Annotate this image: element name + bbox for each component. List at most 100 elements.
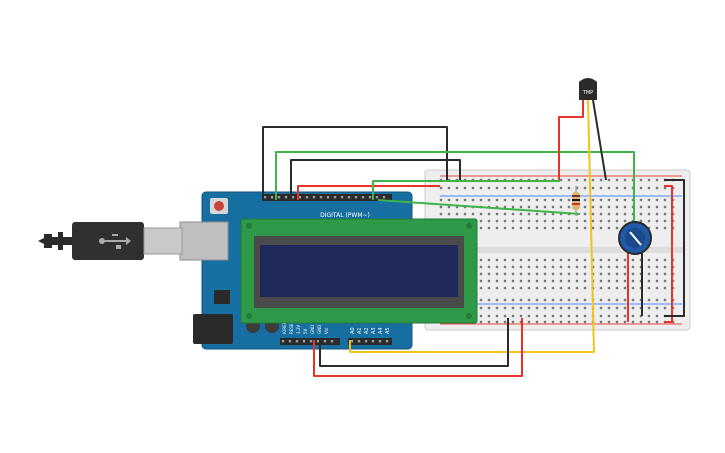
header-pin[interactable]	[375, 196, 379, 199]
breadboard-hole[interactable]	[639, 186, 643, 190]
breadboard-hole[interactable]	[639, 198, 643, 202]
header-pin[interactable]	[312, 196, 316, 199]
breadboard-hole[interactable]	[551, 226, 555, 230]
breadboard-hole[interactable]	[639, 219, 643, 223]
breadboard-hole[interactable]	[591, 186, 595, 190]
breadboard-hole[interactable]	[647, 265, 651, 269]
breadboard-hole[interactable]	[591, 198, 595, 202]
breadboard-hole[interactable]	[511, 320, 515, 324]
breadboard-hole[interactable]	[495, 258, 499, 262]
breadboard-hole[interactable]	[567, 205, 571, 209]
breadboard-hole[interactable]	[615, 198, 619, 202]
breadboard-hole[interactable]	[519, 198, 523, 202]
breadboard-hole[interactable]	[527, 265, 531, 269]
breadboard-hole[interactable]	[479, 314, 483, 318]
breadboard-hole[interactable]	[543, 272, 547, 276]
breadboard-hole[interactable]	[583, 226, 587, 230]
breadboard-hole[interactable]	[503, 212, 507, 216]
breadboard-hole[interactable]	[663, 286, 667, 290]
breadboard-hole[interactable]	[519, 286, 523, 290]
breadboard-hole[interactable]	[631, 320, 635, 324]
breadboard-hole[interactable]	[519, 258, 523, 262]
breadboard-hole[interactable]	[535, 186, 539, 190]
breadboard-hole[interactable]	[487, 306, 491, 310]
breadboard-hole[interactable]	[639, 320, 643, 324]
wire-red[interactable]	[297, 185, 440, 200]
breadboard-hole[interactable]	[511, 286, 515, 290]
breadboard-hole[interactable]	[503, 186, 507, 190]
breadboard-hole[interactable]	[439, 186, 443, 190]
breadboard-hole[interactable]	[631, 286, 635, 290]
breadboard-hole[interactable]	[623, 265, 627, 269]
breadboard-hole[interactable]	[487, 279, 491, 283]
breadboard-hole[interactable]	[527, 272, 531, 276]
breadboard-hole[interactable]	[567, 226, 571, 230]
breadboard-hole[interactable]	[607, 272, 611, 276]
breadboard-hole[interactable]	[455, 198, 459, 202]
breadboard-hole[interactable]	[647, 198, 651, 202]
breadboard-hole[interactable]	[615, 306, 619, 310]
breadboard-hole[interactable]	[591, 219, 595, 223]
breadboard-hole[interactable]	[543, 320, 547, 324]
breadboard-hole[interactable]	[663, 186, 667, 190]
breadboard-hole[interactable]	[567, 186, 571, 190]
breadboard-hole[interactable]	[575, 314, 579, 318]
breadboard-hole[interactable]	[479, 265, 483, 269]
breadboard-hole[interactable]	[559, 272, 563, 276]
breadboard-hole[interactable]	[567, 178, 571, 182]
breadboard-hole[interactable]	[623, 314, 627, 318]
breadboard-hole[interactable]	[503, 320, 507, 324]
breadboard-hole[interactable]	[575, 186, 579, 190]
breadboard-hole[interactable]	[487, 320, 491, 324]
breadboard-hole[interactable]	[599, 279, 603, 283]
breadboard-hole[interactable]	[575, 226, 579, 230]
breadboard-hole[interactable]	[543, 219, 547, 223]
breadboard-hole[interactable]	[535, 198, 539, 202]
breadboard-hole[interactable]	[647, 272, 651, 276]
breadboard-hole[interactable]	[495, 286, 499, 290]
breadboard-hole[interactable]	[615, 178, 619, 182]
breadboard-hole[interactable]	[623, 306, 627, 310]
breadboard-hole[interactable]	[583, 258, 587, 262]
breadboard-hole[interactable]	[655, 226, 659, 230]
breadboard-hole[interactable]	[559, 286, 563, 290]
breadboard-hole[interactable]	[511, 212, 515, 216]
breadboard-hole[interactable]	[511, 219, 515, 223]
breadboard-hole[interactable]	[615, 258, 619, 262]
breadboard-hole[interactable]	[655, 212, 659, 216]
breadboard-hole[interactable]	[551, 314, 555, 318]
breadboard-hole[interactable]	[463, 186, 467, 190]
breadboard-hole[interactable]	[615, 226, 619, 230]
breadboard-hole[interactable]	[551, 306, 555, 310]
breadboard-hole[interactable]	[527, 314, 531, 318]
breadboard-hole[interactable]	[567, 298, 571, 302]
reset-button-cap[interactable]	[214, 201, 224, 211]
breadboard-hole[interactable]	[527, 186, 531, 190]
breadboard-hole[interactable]	[495, 320, 499, 324]
header-pin[interactable]	[357, 340, 361, 343]
header-pin[interactable]	[382, 196, 386, 199]
breadboard-hole[interactable]	[511, 314, 515, 318]
breadboard-hole[interactable]	[487, 219, 491, 223]
breadboard-hole[interactable]	[527, 212, 531, 216]
breadboard-hole[interactable]	[615, 314, 619, 318]
breadboard-hole[interactable]	[615, 279, 619, 283]
header-pin[interactable]	[364, 340, 368, 343]
breadboard-hole[interactable]	[495, 298, 499, 302]
breadboard-hole[interactable]	[655, 258, 659, 262]
breadboard-hole[interactable]	[575, 219, 579, 223]
breadboard-hole[interactable]	[647, 212, 651, 216]
breadboard-hole[interactable]	[551, 286, 555, 290]
breadboard-hole[interactable]	[599, 286, 603, 290]
breadboard-hole[interactable]	[663, 198, 667, 202]
breadboard-hole[interactable]	[503, 314, 507, 318]
breadboard-hole[interactable]	[567, 320, 571, 324]
breadboard-hole[interactable]	[495, 272, 499, 276]
breadboard-hole[interactable]	[479, 212, 483, 216]
breadboard-hole[interactable]	[559, 212, 563, 216]
breadboard-hole[interactable]	[607, 320, 611, 324]
breadboard-hole[interactable]	[551, 298, 555, 302]
lcd-display[interactable]	[240, 218, 478, 324]
breadboard-hole[interactable]	[567, 272, 571, 276]
breadboard-hole[interactable]	[463, 198, 467, 202]
